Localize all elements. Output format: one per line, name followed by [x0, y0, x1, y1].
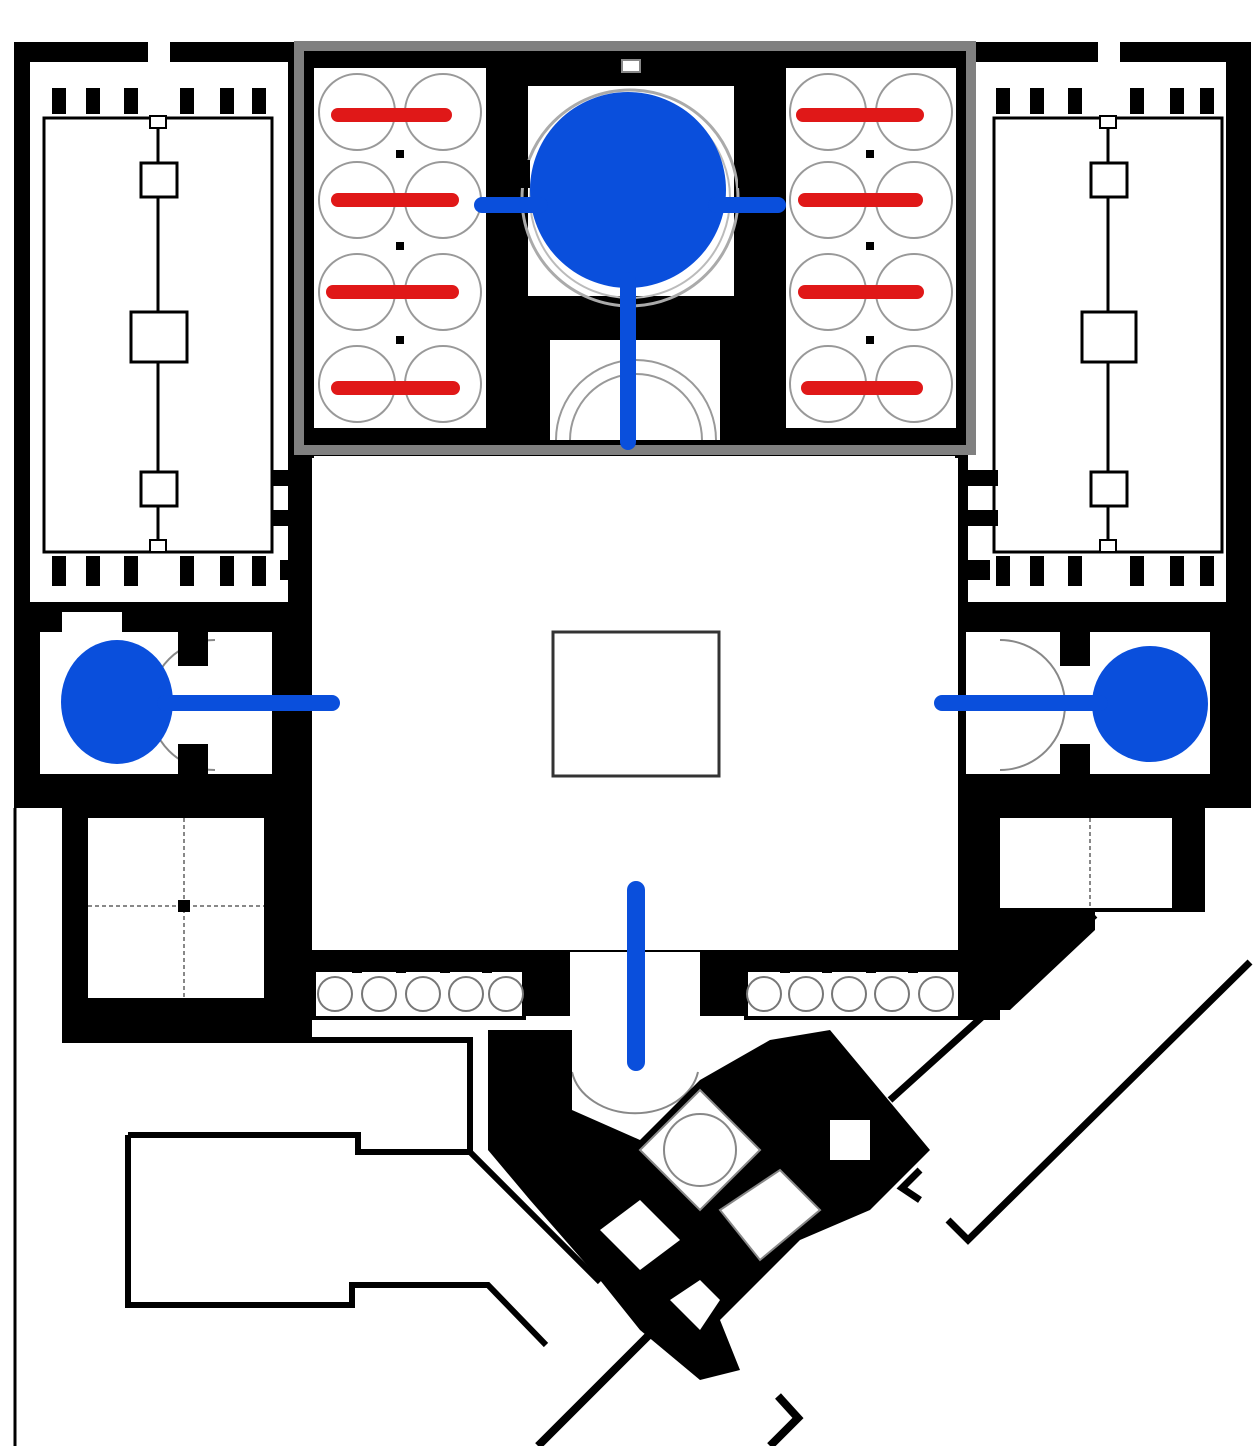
entrance-vestibule-2	[718, 1168, 822, 1262]
east-street-wall-2	[945, 959, 1253, 1245]
entrance-passage	[600, 1200, 680, 1270]
arcade-dome	[874, 976, 910, 1012]
right-north-gate	[1098, 42, 1120, 72]
prayer-hall-frame	[294, 41, 976, 455]
arcade-dome	[746, 976, 782, 1012]
left-north-gate	[148, 42, 170, 72]
lower-left-rooms	[88, 818, 300, 998]
right-hall-bottom-piers	[996, 556, 1214, 586]
courtyard-west-piers	[272, 470, 308, 580]
entrance-step	[896, 1167, 923, 1203]
left-hall-top-piers	[52, 88, 266, 114]
vault-markers	[326, 108, 924, 395]
arcade-dome	[361, 976, 397, 1012]
prayer-hall-black-east	[738, 160, 782, 188]
right-side-hall	[968, 42, 1226, 602]
west-iwan-niche	[62, 612, 122, 642]
main-dome-marker	[530, 92, 726, 288]
se-corner-wall	[767, 1393, 804, 1446]
arcade-dome	[405, 976, 441, 1012]
east-iwan-marker	[1092, 646, 1208, 762]
right-hall-door-bottom	[1099, 539, 1117, 553]
courtyard-fountain	[551, 630, 721, 778]
site-outlines	[13, 808, 1253, 1446]
lower-left-room	[88, 818, 264, 998]
right-hall-top-piers	[996, 88, 1214, 114]
mihrab-niche	[621, 59, 641, 73]
west-annex-lower	[125, 1135, 549, 1348]
bay-piers	[396, 150, 874, 344]
left-hall-door-bottom	[149, 539, 167, 553]
left-side-hall	[30, 42, 288, 602]
entrance-complex	[488, 1030, 930, 1380]
west-iwan-marker	[61, 640, 173, 764]
courtyard-east-piers	[962, 470, 998, 580]
entrance-passage-3	[830, 1120, 870, 1160]
left-hall-door-top	[149, 115, 167, 129]
courtyard	[272, 458, 998, 950]
arcade-dome	[831, 976, 867, 1012]
entrance-mass	[488, 1030, 930, 1380]
diagonal-street-west	[535, 1331, 653, 1446]
arcade-dome	[317, 976, 353, 1012]
south-arcade-west	[316, 955, 524, 1016]
west-iwan-pier-2	[178, 744, 208, 774]
left-hall-bottom-piers	[52, 556, 266, 586]
left-fountain-top	[139, 161, 179, 199]
lower-right-room	[1000, 818, 1172, 908]
right-fountain-top	[1089, 161, 1129, 199]
right-fountain-mid	[1080, 310, 1138, 364]
left-fountain-bottom	[139, 470, 179, 508]
west-annex-outline	[62, 1037, 473, 1155]
arcade-dome	[488, 976, 524, 1012]
arcade-dome	[788, 976, 824, 1012]
entrance-dome	[663, 1113, 737, 1187]
arcade-dome	[448, 976, 484, 1012]
left-fountain-mid	[129, 310, 189, 364]
arcade-dome	[918, 976, 954, 1012]
south-arcade-east	[746, 955, 958, 1016]
west-annex-inner	[467, 1149, 603, 1285]
right-fountain-bottom	[1089, 470, 1129, 508]
entrance-passage-2	[670, 1280, 720, 1330]
west-iwan-pier	[178, 632, 208, 666]
east-street-wall	[887, 912, 1098, 1103]
east-iwan-pier-2	[1060, 744, 1090, 774]
prayer-hall-black-west	[490, 160, 530, 188]
right-hall-door-top	[1099, 115, 1117, 129]
axis-markers	[61, 92, 1208, 1071]
east-iwan-pier	[1060, 632, 1090, 666]
lower-right-rooms	[964, 818, 1172, 908]
